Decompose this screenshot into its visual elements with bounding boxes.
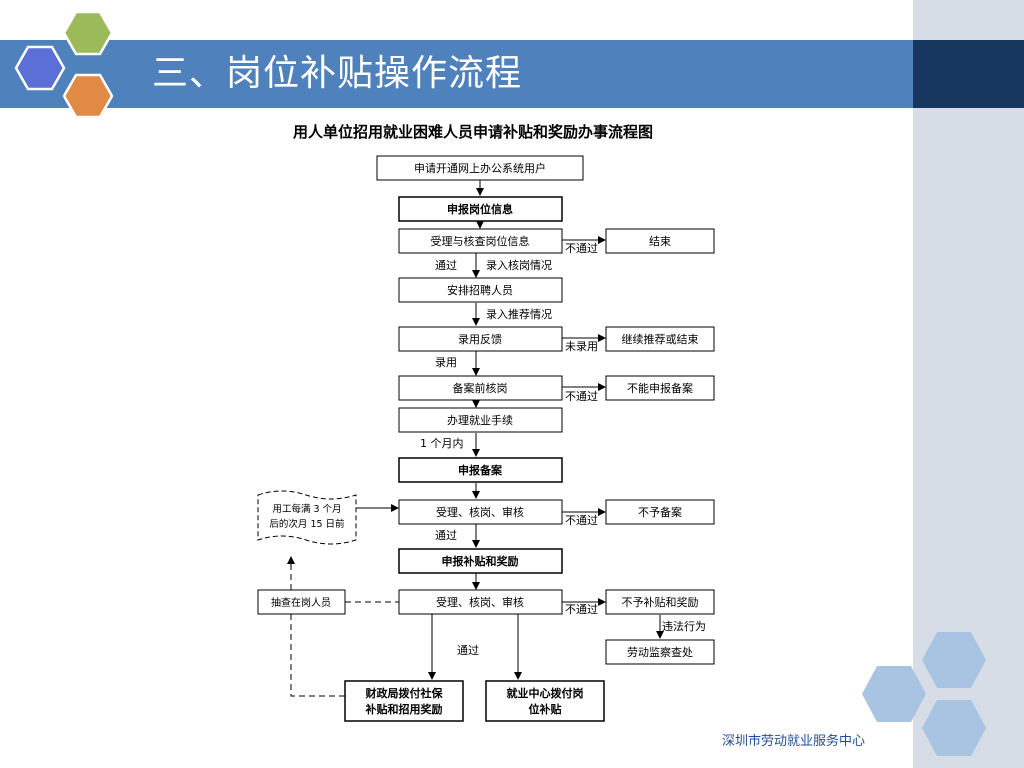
label-record-post: 录入核岗情况 — [486, 258, 552, 272]
node-no-subsidy — [605, 589, 715, 615]
text-labor-inspection: 劳动监察查处 — [627, 645, 693, 659]
text-note-line2: 后的次月 15 日前 — [269, 518, 344, 530]
node-pre-filing-check — [398, 375, 563, 401]
title-bar — [0, 40, 913, 108]
text-no-subsidy: 不予补贴和奖励 — [622, 595, 699, 609]
node-declare-post — [398, 196, 563, 222]
text-pre-filing-check: 备案前核岗 — [453, 381, 508, 395]
node-end — [605, 228, 715, 254]
text-declare-post: 申报岗位信息 — [447, 202, 513, 216]
label-hired: 录用 — [435, 356, 457, 369]
label-fail-4: 不通过 — [565, 603, 598, 616]
text-spot-check: 抽查在岗人员 — [271, 596, 331, 609]
node-review-1 — [398, 499, 563, 525]
text-no-filing: 不予备案 — [638, 505, 682, 519]
hexagon-logo-icon — [14, 10, 114, 119]
label-pass-1: 通过 — [435, 259, 457, 272]
node-continue-or-end — [605, 326, 715, 352]
node-finance-pay — [344, 680, 464, 722]
node-spot-check — [257, 589, 346, 615]
text-declare-subsidy: 申报补贴和奖励 — [442, 554, 519, 568]
slide-title: 三、岗位补贴操作流程 — [152, 53, 523, 94]
title-bar-dark-segment — [913, 40, 1024, 108]
text-continue-or-end: 继续推荐或结束 — [622, 332, 699, 346]
text-feedback: 录用反馈 — [458, 333, 502, 346]
node-arrange — [398, 277, 563, 303]
text-center-pay-line2: 位补贴 — [529, 702, 562, 716]
text-review-2: 受理、核岗、审核 — [436, 595, 524, 609]
footer-org-name: 深圳市劳动就业服务中心 — [722, 734, 866, 749]
node-feedback — [398, 326, 563, 352]
node-declare-filing — [398, 457, 563, 483]
node-employment-procedures — [398, 407, 563, 433]
node-declare-subsidy — [398, 548, 563, 574]
text-finance-pay-line2: 补贴和招用奖励 — [365, 702, 443, 716]
text-note-line1: 用工每满 3 个月 — [272, 503, 341, 515]
text-employment-procedures: 办理就业手续 — [447, 413, 513, 427]
label-fail-2: 不通过 — [565, 390, 598, 403]
orange-hexagon-icon — [62, 73, 114, 119]
label-within-month: 1 个月内 — [420, 436, 464, 450]
label-pass-3: 通过 — [457, 644, 479, 657]
text-review-1: 受理、核岗、审核 — [436, 505, 524, 519]
node-cannot-file — [605, 375, 715, 401]
node-center-pay — [485, 680, 605, 722]
node-labor-inspection — [605, 639, 715, 665]
node-open-account — [376, 155, 584, 181]
text-finance-pay-line1: 财政局拨付社保 — [365, 686, 444, 700]
node-review-post — [398, 228, 563, 254]
blue-hexagon-icon — [14, 45, 66, 91]
text-review-post: 受理与核查岗位信息 — [431, 234, 530, 248]
label-not-hired: 未录用 — [565, 340, 598, 353]
text-arrange: 安排招聘人员 — [447, 283, 513, 297]
text-open-account: 申请开通网上办公系统用户 — [414, 161, 546, 175]
text-declare-filing: 申报备案 — [458, 463, 503, 477]
node-no-filing — [605, 499, 715, 525]
decorative-hexagons-icon — [862, 632, 986, 756]
text-cannot-file: 不能申报备案 — [627, 381, 693, 395]
text-end: 结束 — [649, 235, 671, 248]
label-pass-2: 通过 — [435, 529, 457, 542]
label-fail-3: 不通过 — [565, 514, 598, 527]
label-violation: 违法行为 — [662, 619, 706, 633]
label-fail-1: 不通过 — [565, 242, 598, 255]
node-note — [257, 490, 357, 545]
flowchart-title: 用人单位招用就业困难人员申请补贴和奖励办事流程图 — [292, 123, 653, 141]
text-center-pay-line1: 就业中心拨付岗 — [507, 686, 584, 700]
node-review-2 — [398, 589, 563, 615]
label-record-recommend: 录入推荐情况 — [486, 307, 552, 321]
green-hexagon-icon — [62, 10, 114, 56]
